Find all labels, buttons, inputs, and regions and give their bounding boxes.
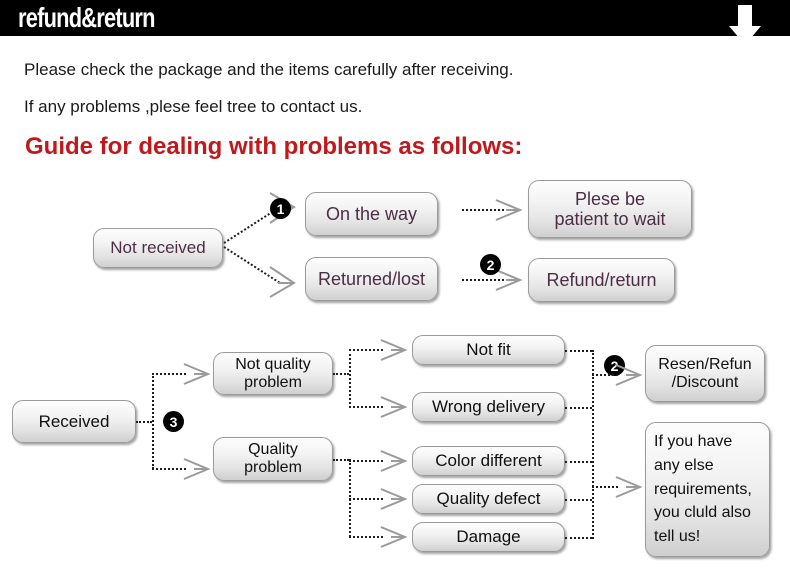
connector-nq-stub (333, 373, 349, 375)
badge-1: 1 (270, 198, 291, 219)
connector-returned-to-refund (462, 269, 523, 291)
node-wrong-delivery[interactable]: Wrong delivery (412, 392, 565, 422)
node-label: Received (38, 411, 110, 431)
node-quality-defect[interactable]: Quality defect (412, 484, 565, 514)
connector-to-quality (152, 458, 211, 480)
node-label: Not fit (466, 340, 511, 360)
header-bar (0, 0, 790, 36)
intro-line-1: Please check the package and the items c… (24, 60, 514, 79)
connector-to-color-different (349, 450, 408, 472)
node-label: If you have any else requirements, you c… (654, 433, 752, 545)
connector-on-the-way-to-wait (462, 199, 523, 221)
node-please-wait[interactable]: Plese be patient to wait (528, 180, 692, 238)
guide-heading: Guide for dealing with problems as follo… (25, 133, 523, 160)
connector-to-damage (349, 526, 408, 548)
connector-nq-bus (349, 349, 351, 408)
node-label: Not received (110, 238, 206, 258)
node-label: Refund/return (546, 269, 657, 290)
connector-to-wrong-delivery (349, 396, 408, 418)
connector-received-stub (136, 421, 152, 423)
arrow-down-icon (723, 3, 767, 47)
node-label: Quality problem (244, 441, 302, 476)
node-refund-return[interactable]: Refund/return (528, 258, 675, 302)
node-returned-lost[interactable]: Returned/lost (305, 257, 438, 301)
node-label: Damage (456, 527, 521, 547)
node-resend-refund-discount[interactable]: Resen/Refun /Discount (645, 345, 765, 402)
connector-quality-defect-out (565, 499, 592, 501)
node-on-the-way[interactable]: On the way (305, 192, 438, 236)
node-label: Returned/lost (317, 268, 426, 289)
page-title: refund&return (18, 2, 155, 33)
node-received[interactable]: Received (12, 400, 136, 443)
node-extra-requirements[interactable]: If you have any else requirements, you c… (645, 422, 770, 557)
node-label: Wrong delivery (431, 397, 546, 417)
connector-to-quality-defect (349, 488, 408, 510)
badge-2: 2 (480, 254, 501, 275)
connector-right-merge-bus (592, 350, 594, 539)
intro-line-2: If any problems ,plese feel tree to cont… (24, 97, 363, 116)
node-label: Not quality problem (235, 355, 311, 391)
connector-wrong-delivery-out (565, 407, 592, 409)
badge-3: 3 (163, 411, 184, 432)
badge-2-b: 2 (604, 355, 625, 376)
node-damage[interactable]: Damage (412, 522, 565, 552)
connector-damage-out (565, 537, 592, 539)
connector-to-not-quality (152, 363, 211, 385)
connector-to-extra-requirements (592, 476, 643, 498)
connector-received-bus (152, 373, 154, 469)
connector-color-different-out (565, 461, 592, 463)
node-label: Resen/Refun /Discount (658, 355, 752, 391)
connector-q-stub (333, 459, 349, 461)
node-not-quality-problem[interactable]: Not quality problem (213, 352, 333, 395)
connector-to-not-fit (349, 339, 408, 361)
node-label: Color different (435, 451, 542, 471)
node-not-fit[interactable]: Not fit (412, 335, 565, 365)
connector-not-fit-out (565, 350, 592, 352)
node-not-received[interactable]: Not received (93, 228, 223, 268)
node-label: On the way (325, 203, 418, 224)
connector-to-resend-refund (592, 364, 643, 386)
connector-not-received-fork (223, 192, 296, 298)
node-label: Quality defect (436, 489, 541, 509)
node-quality-problem[interactable]: Quality problem (213, 437, 333, 481)
node-color-different[interactable]: Color different (412, 446, 565, 476)
node-label: Plese be patient to wait (554, 188, 666, 229)
